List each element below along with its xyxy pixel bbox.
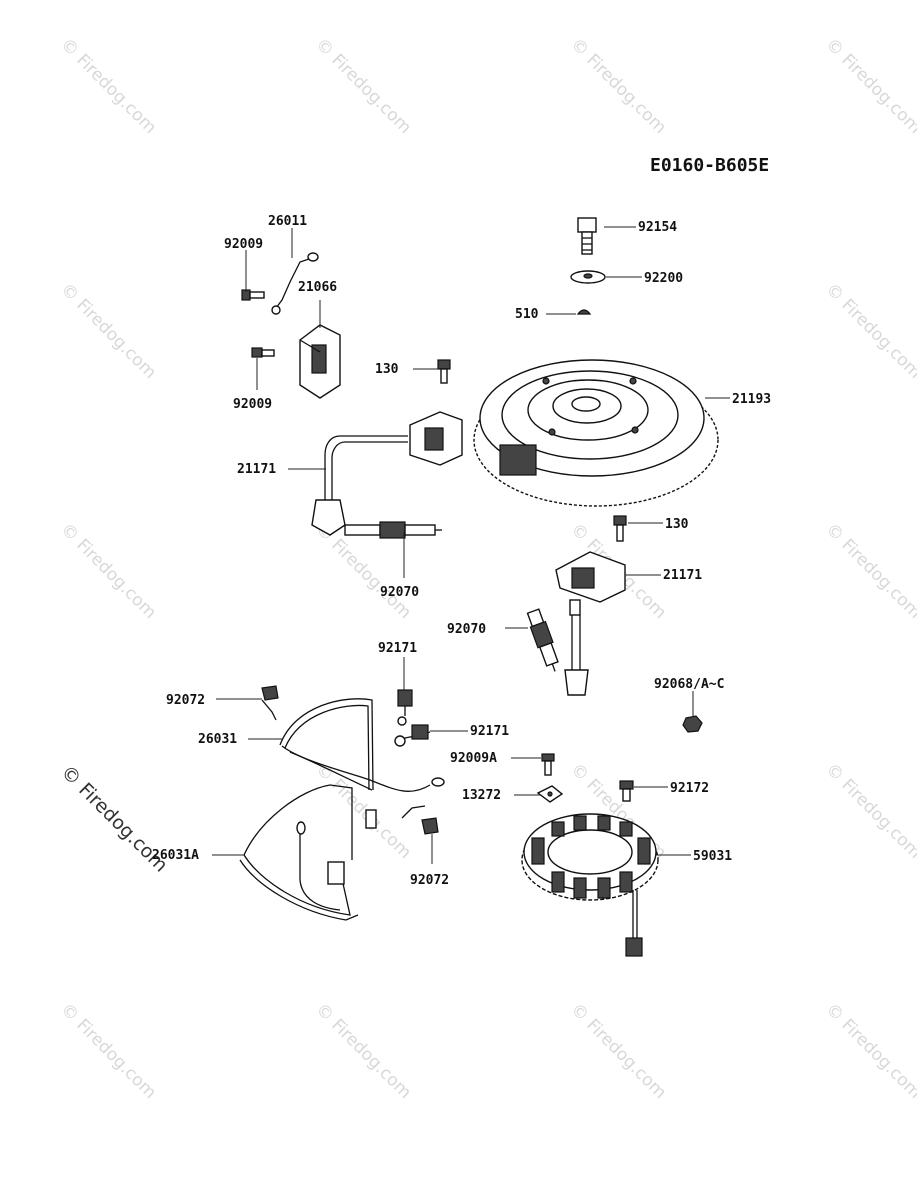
watermark: © Firedog.com <box>56 999 160 1103</box>
part-label-130[interactable]: 130 <box>665 517 689 532</box>
leader-lines <box>212 226 730 864</box>
bolt-part[interactable] <box>241 289 265 301</box>
boot-part[interactable] <box>261 685 279 721</box>
spark-plug-part[interactable] <box>526 608 563 674</box>
part-label-92171[interactable]: 92171 <box>378 641 417 656</box>
harness-part[interactable] <box>279 698 445 829</box>
washer-part[interactable] <box>570 270 606 284</box>
part-label-26031[interactable]: 26031 <box>198 732 237 747</box>
watermark: © Firedog.com <box>821 519 917 623</box>
watermark: © Firedog.com <box>566 999 670 1103</box>
part-label-92072[interactable]: 92072 <box>166 693 205 708</box>
part-label-26031A[interactable]: 26031A <box>152 848 199 863</box>
part-label-92200[interactable]: 92200 <box>644 271 683 286</box>
part-label-92070[interactable]: 92070 <box>447 622 486 637</box>
part-label-92171[interactable]: 92171 <box>470 724 509 739</box>
ground-lead-part[interactable] <box>271 252 319 315</box>
ignition-coil-part[interactable] <box>555 551 626 696</box>
part-label-130[interactable]: 130 <box>375 362 399 377</box>
boot-part[interactable] <box>401 805 439 835</box>
part-label-21171[interactable]: 21171 <box>663 568 702 583</box>
part-label-13272[interactable]: 13272 <box>462 788 501 803</box>
watermark: © Firedog.com <box>821 999 917 1103</box>
stator-part[interactable] <box>521 813 659 957</box>
watermark: © Firedog.com <box>821 279 917 383</box>
bolt-part[interactable] <box>613 515 627 542</box>
diagram-code: E0160-B605E <box>650 155 769 176</box>
watermark: © Firedog.com <box>311 999 415 1103</box>
nut-part[interactable] <box>682 715 703 733</box>
bolt-part[interactable] <box>251 347 275 358</box>
key-part[interactable] <box>576 309 592 315</box>
watermark: © Firedog.com <box>821 34 917 138</box>
plate-part[interactable] <box>536 785 564 803</box>
watermark: © Firedog.com <box>311 34 415 138</box>
part-labels: 26011 92009 21066 92009 130 92154 92200 … <box>152 214 771 888</box>
part-label-92172[interactable]: 92172 <box>670 781 709 796</box>
part-label-21171[interactable]: 21171 <box>237 462 276 477</box>
regulator-part[interactable] <box>299 324 341 399</box>
part-label-510[interactable]: 510 <box>515 307 539 322</box>
watermark: © Firedog.com <box>311 759 415 863</box>
terminal-part[interactable] <box>397 689 413 726</box>
screw-part[interactable] <box>619 780 634 802</box>
part-label-92068[interactable]: 92068/A~C <box>654 677 724 692</box>
harness-part[interactable] <box>239 784 359 921</box>
part-label-92009[interactable]: 92009 <box>224 237 263 252</box>
ignition-coil-part[interactable] <box>311 411 463 536</box>
part-label-26011[interactable]: 26011 <box>268 214 307 229</box>
part-label-92009[interactable]: 92009 <box>233 397 272 412</box>
watermark-grid: © Firedog.com © Firedog.com © Firedog.co… <box>56 34 917 1103</box>
watermark: © Firedog.com <box>566 34 670 138</box>
screw-part[interactable] <box>541 753 555 776</box>
part-label-92072[interactable]: 92072 <box>410 873 449 888</box>
watermark: © Firedog.com <box>56 279 160 383</box>
watermark: © Firedog.com <box>56 34 160 138</box>
bolt-part[interactable] <box>437 359 451 384</box>
flywheel-part[interactable] <box>473 359 719 507</box>
part-label-92009A[interactable]: 92009A <box>450 751 497 766</box>
part-label-92070[interactable]: 92070 <box>380 585 419 600</box>
watermark: © Firedog.com <box>821 759 917 863</box>
flywheel-bolt-part[interactable] <box>577 217 597 255</box>
watermark: © Firedog.com <box>56 519 160 623</box>
terminal-part[interactable] <box>394 724 431 747</box>
spark-plug-part[interactable] <box>344 521 442 539</box>
part-label-21066[interactable]: 21066 <box>298 280 337 295</box>
part-label-92154[interactable]: 92154 <box>638 220 677 235</box>
part-label-59031[interactable]: 59031 <box>693 849 732 864</box>
part-label-21193[interactable]: 21193 <box>732 392 771 407</box>
